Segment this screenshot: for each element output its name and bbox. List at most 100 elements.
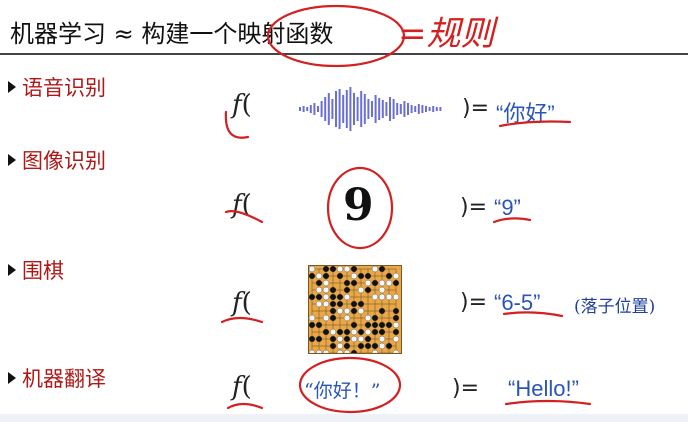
bullet-triangle-icon <box>8 372 16 384</box>
go-stone <box>336 349 344 353</box>
go-stone <box>392 328 400 336</box>
go-board-grid <box>309 266 400 353</box>
bottom-bar <box>0 414 688 422</box>
rule-annotation: =规则 <box>398 14 495 54</box>
go-stone <box>336 266 344 273</box>
go-stone <box>371 349 379 353</box>
go-stone <box>371 266 379 273</box>
go-stone <box>357 272 365 280</box>
go-stone <box>343 266 351 273</box>
go-stone <box>385 279 393 287</box>
go-stone <box>378 335 386 343</box>
go-stone <box>364 279 372 287</box>
equals-go: )= <box>460 290 488 315</box>
go-stone <box>309 335 316 343</box>
func-symbol: f <box>232 190 242 220</box>
func-symbol: f <box>232 288 242 318</box>
go-stone <box>364 335 372 343</box>
go-stone <box>392 293 400 301</box>
output-speech: “你好” <box>496 101 555 126</box>
go-stone <box>329 293 337 301</box>
go-stone <box>315 335 323 343</box>
go-stone <box>392 272 400 280</box>
underline-f3 <box>220 316 264 324</box>
go-stone <box>357 286 365 294</box>
go-stone <box>350 300 358 308</box>
go-stone <box>343 293 351 301</box>
row-label-image: 图像识别 <box>8 145 106 175</box>
go-stone <box>350 335 358 343</box>
go-stone <box>343 307 351 315</box>
go-stone <box>350 272 358 280</box>
go-stone <box>392 307 400 315</box>
bullet-triangle-icon <box>8 154 16 166</box>
go-stone <box>343 335 351 343</box>
go-stone <box>357 342 365 350</box>
go-stone <box>364 286 372 294</box>
go-stone <box>378 279 386 287</box>
row-label-translation: 机器翻译 <box>8 363 106 393</box>
output-go: “6-5” <box>494 290 541 315</box>
go-stone <box>392 279 400 287</box>
go-stone <box>357 300 365 308</box>
go-stone <box>322 279 330 287</box>
go-stone <box>385 272 393 280</box>
go-stone <box>322 266 330 273</box>
func-open-speech: f( <box>232 90 252 120</box>
go-stone <box>322 272 330 280</box>
go-stone <box>309 293 316 301</box>
go-stone <box>371 321 379 329</box>
go-stone <box>315 300 323 308</box>
go-stone <box>371 279 379 287</box>
go-stone <box>336 335 344 343</box>
go-stone <box>378 307 386 315</box>
go-stone <box>329 300 337 308</box>
go-stone <box>378 293 386 301</box>
go-stone <box>336 293 344 301</box>
go-stone <box>378 342 386 350</box>
go-stone <box>309 321 316 329</box>
go-stone <box>343 342 351 350</box>
go-stone <box>315 293 323 301</box>
func-open-translation: f( <box>232 372 252 402</box>
go-stone <box>343 314 351 322</box>
equals-translation: )= <box>452 376 480 401</box>
go-stone <box>378 266 386 273</box>
go-stone <box>329 314 337 322</box>
go-stone <box>322 300 330 308</box>
speech-label-text: 语音识别 <box>22 76 106 100</box>
bullet-triangle-icon <box>8 81 16 93</box>
go-stone <box>343 349 351 353</box>
func-symbol: f <box>232 372 242 402</box>
go-stone <box>329 266 337 273</box>
go-stone <box>343 279 351 287</box>
go-stone <box>336 307 344 315</box>
go-stone <box>315 279 323 287</box>
go-stone <box>350 328 358 336</box>
go-stone <box>322 328 330 336</box>
go-stone <box>350 266 358 273</box>
go-stone <box>357 307 365 315</box>
underline-f4 <box>226 402 264 410</box>
bullet-triangle-icon <box>8 264 16 276</box>
go-note: (落子位置) <box>574 297 656 317</box>
go-stone <box>336 342 344 350</box>
go-stone <box>329 342 337 350</box>
waveform-icon <box>299 87 442 131</box>
go-stone <box>329 335 337 343</box>
go-stone <box>350 349 358 353</box>
go-stone <box>343 286 351 294</box>
func-open-image: f( <box>232 190 252 220</box>
page-title: 机器学习 ≈ 构建一个映射函数 <box>10 20 334 48</box>
go-stone <box>309 272 316 280</box>
go-stone <box>322 349 330 353</box>
go-stone <box>329 328 337 336</box>
equals-speech: )= <box>462 96 490 121</box>
go-stone <box>371 314 379 322</box>
go-stone <box>371 328 379 336</box>
go-stone <box>315 321 323 329</box>
go-stone <box>336 272 344 280</box>
go-stone <box>309 349 316 353</box>
go-stone <box>378 328 386 336</box>
translation-input: “你好！” <box>304 380 381 402</box>
